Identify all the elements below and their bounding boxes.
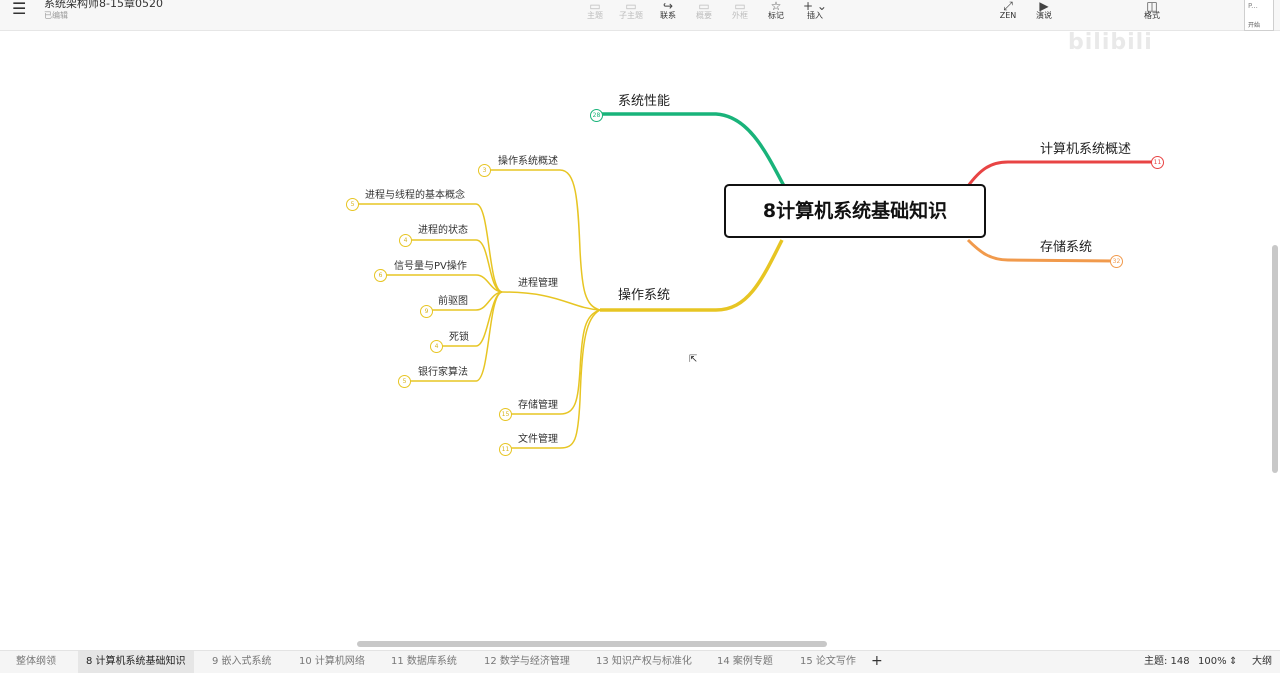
count-badge-process-thread[interactable]: 5 — [346, 198, 359, 211]
zoom-level[interactable]: 100% — [1198, 656, 1227, 667]
horizontal-scrollbar[interactable] — [357, 641, 827, 647]
sheet-tab-bar: 整体纲领 8 计算机系统基础知识 9 嵌入式系统 10 计算机网络 11 数据库… — [0, 650, 1280, 673]
toolbar-subtopic-label: 子主题 — [619, 11, 643, 20]
toolbar-format-button[interactable]: ◫ 格式 — [1132, 0, 1172, 21]
leaf-process-thread-concepts[interactable]: 进程与线程的基本概念 — [365, 190, 465, 201]
tab-ch11-database[interactable]: 11 数据库系统 — [391, 656, 457, 667]
mindmap-connectors — [352, 112, 1156, 449]
connector-process-thread — [352, 203, 503, 293]
subtopic-process-management[interactable]: 进程管理 — [518, 278, 558, 289]
document-status: 已编辑 — [44, 11, 68, 20]
toolbar-summary-label: 概要 — [696, 11, 712, 20]
connector-process-mgmt — [501, 291, 601, 311]
toolbar-boundary-button[interactable]: ▭ 外框 — [720, 0, 760, 21]
toolbar-insert-label: 插入 — [807, 11, 823, 20]
tab-ch14-case-studies[interactable]: 14 案例专题 — [717, 656, 773, 667]
count-badge-process-state[interactable]: 4 — [399, 234, 412, 247]
toolbar-boundary-label: 外框 — [732, 11, 748, 20]
leaf-precedence-graph[interactable]: 前驱图 — [438, 296, 468, 307]
subtopic-icon: ▭ — [625, 0, 637, 12]
vertical-scrollbar[interactable] — [1272, 245, 1278, 473]
tab-ch12-math-economics[interactable]: 12 数学与经济管理 — [484, 656, 570, 667]
panel-icon: ◫ — [1146, 0, 1158, 12]
summary-icon: ▭ — [698, 0, 710, 12]
start-label: 开始 — [1248, 22, 1261, 29]
leaf-semaphore-pv[interactable]: 信号量与PV操作 — [394, 261, 467, 272]
tab-ch13-ip-standards[interactable]: 13 知识产权与标准化 — [596, 656, 692, 667]
subtopic-os-overview[interactable]: 操作系统概述 — [498, 156, 558, 167]
document-title[interactable]: 系统架构师8-15章0520 — [44, 0, 163, 10]
count-badge-storage-mgmt[interactable]: 15 — [499, 408, 512, 421]
bilibili-watermark: bilibili — [1068, 30, 1153, 55]
tab-ch15-essay[interactable]: 15 论文写作 — [800, 656, 856, 667]
star-icon: ☆ — [770, 0, 782, 12]
toolbar-pitch-label: 演说 — [1036, 11, 1052, 20]
leaf-process-state[interactable]: 进程的状态 — [418, 225, 468, 236]
branch-line-storage — [966, 238, 1116, 263]
toolbar-marker-button[interactable]: ☆ 标记 — [756, 0, 796, 21]
toolbar-insert-button[interactable]: + ⌄ 插入 — [795, 0, 835, 21]
menu-icon[interactable]: ☰ — [12, 0, 27, 18]
toolbar-zen-button[interactable]: ⤢ ZEN — [988, 0, 1028, 21]
count-badge-precedence[interactable]: 9 — [420, 305, 433, 318]
outline-button[interactable]: 大纲 — [1252, 656, 1272, 667]
topic-operating-system[interactable]: 操作系统 — [618, 288, 671, 303]
connector-banker — [404, 291, 503, 382]
mouse-cursor-icon: ⇱ — [689, 354, 698, 365]
count-badge-file-mgmt[interactable]: 11 — [499, 443, 512, 456]
connector-semaphore — [380, 274, 503, 293]
connector-storage-mgmt — [504, 309, 601, 415]
connector-process-state — [405, 239, 503, 293]
play-icon: ▶ — [1039, 0, 1049, 12]
count-badge-semaphore[interactable]: 6 — [374, 269, 387, 282]
add-sheet-button[interactable]: + — [871, 653, 883, 669]
topic-system-performance[interactable]: 系统性能 — [618, 94, 671, 109]
relationship-icon: ↪ — [662, 0, 674, 12]
connector-precedence — [426, 291, 503, 311]
toolbar-format-label: 格式 — [1144, 11, 1160, 20]
toolbar-zen-label: ZEN — [999, 11, 1017, 20]
leaf-bankers-algorithm[interactable]: 银行家算法 — [418, 367, 468, 378]
toolbar-pitch-button[interactable]: ▶ 演说 — [1024, 0, 1064, 21]
topic-count: 主题: 148 — [1144, 656, 1190, 667]
topic-icon: ▭ — [589, 0, 601, 12]
connector-os-overview — [484, 169, 601, 311]
subtopic-file-management[interactable]: 文件管理 — [518, 434, 558, 445]
topic-storage-system[interactable]: 存储系统 — [1040, 240, 1093, 255]
zoom-stepper-icon[interactable]: ⇕ — [1229, 656, 1238, 667]
start-prefix: P... — [1248, 2, 1258, 10]
toolbar-relationship-button[interactable]: ↪ 联系 — [648, 0, 688, 21]
connector-file-mgmt — [504, 309, 601, 449]
branch-line-os — [600, 239, 784, 312]
expand-icon: ⤢ — [1003, 0, 1013, 12]
branch-line-performance — [598, 112, 786, 187]
tab-ch9-embedded[interactable]: 9 嵌入式系统 — [212, 656, 272, 667]
central-topic[interactable]: 8计算机系统基础知识 — [724, 184, 986, 238]
start-button[interactable]: P... 开始 — [1244, 0, 1274, 31]
topic-computer-system-overview[interactable]: 计算机系统概述 — [1040, 142, 1132, 157]
count-badge-deadlock[interactable]: 4 — [430, 340, 443, 353]
toolbar-marker-label: 标记 — [768, 11, 784, 20]
toolbar-subtopic-button[interactable]: ▭ 子主题 — [611, 0, 651, 21]
leaf-deadlock[interactable]: 死锁 — [449, 332, 469, 343]
toolbar-summary-button[interactable]: ▭ 概要 — [684, 0, 724, 21]
count-badge-performance[interactable]: 28 — [590, 109, 603, 122]
toolbar-relationship-label: 联系 — [660, 11, 676, 20]
tab-overview[interactable]: 整体纲领 — [16, 656, 56, 667]
branch-line-overview — [966, 160, 1156, 187]
count-badge-os-overview[interactable]: 3 — [478, 164, 491, 177]
tab-ch8-computer-basics[interactable]: 8 计算机系统基础知识 — [78, 651, 194, 673]
tab-ch10-network[interactable]: 10 计算机网络 — [299, 656, 365, 667]
toolbar-topic-label: 主题 — [587, 11, 603, 20]
plus-chevron-icon: + ⌄ — [803, 0, 827, 12]
count-badge-overview[interactable]: 11 — [1151, 156, 1164, 169]
boundary-icon: ▭ — [734, 0, 746, 12]
count-badge-storage[interactable]: 32 — [1110, 255, 1123, 268]
toolbar-topic-button[interactable]: ▭ 主题 — [575, 0, 615, 21]
top-toolbar: ☰ 系统架构师8-15章0520 已编辑 ▭ 主题 ▭ 子主题 ↪ 联系 ▭ 概… — [0, 0, 1280, 31]
count-badge-banker[interactable]: 5 — [398, 375, 411, 388]
subtopic-storage-management[interactable]: 存储管理 — [518, 400, 558, 411]
